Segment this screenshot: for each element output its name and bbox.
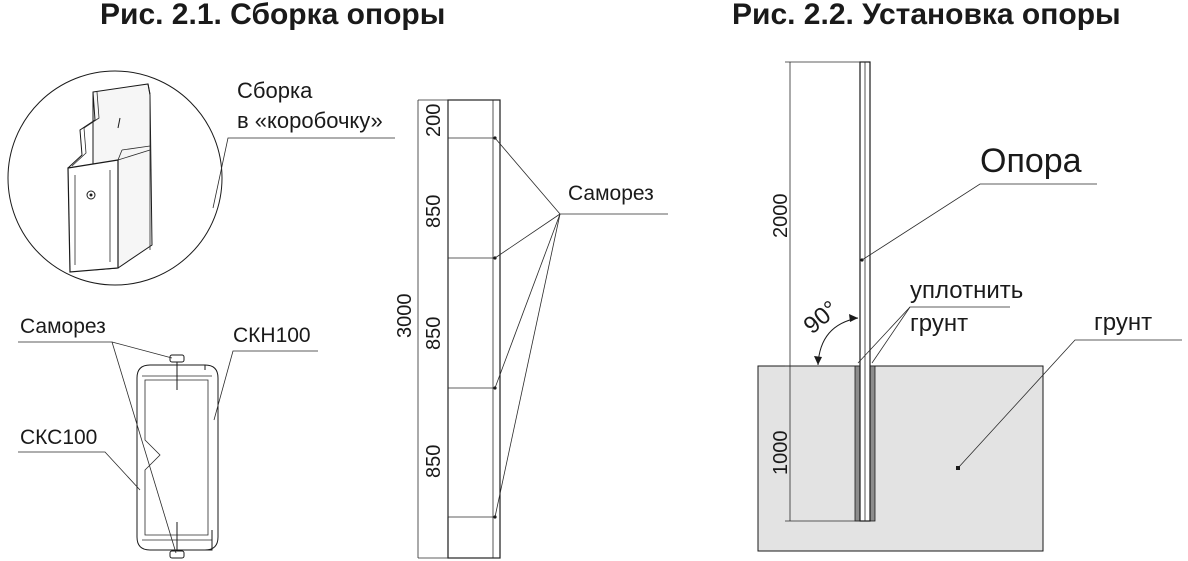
soil-block [757,365,1044,552]
assembly-detail-circle [7,70,223,286]
post-label: Опора [980,142,1082,180]
post-dimensions [785,61,868,522]
dim-top-200: 200 [423,104,445,137]
compact-label-line2: грунт [910,310,968,337]
sks-label: СКС100 [20,426,97,449]
dim-below-1000: 1000 [770,431,792,476]
angle-label: 90° [799,296,844,340]
screw-bottom [169,522,185,559]
figure-2-1-title: Рис. 2.1. Сборка опоры [100,0,446,31]
screw-top [169,354,185,390]
post-installed [859,61,871,522]
assembly-leader [212,137,395,209]
dim-seg3-850: 850 [423,445,445,478]
screw-label-post: Саморез [568,182,654,205]
soil-label: грунт [1094,309,1152,336]
box-profile-sketch [67,83,153,273]
dim-total-3000: 3000 [394,294,416,339]
figure-2-2-title: Рис. 2.2. Установка опоры [732,0,1121,31]
dim-above-2000: 2000 [770,194,792,239]
assembly-label-line1: Сборка [237,78,313,103]
skn-label: СКН100 [233,324,311,347]
screw-label-section: Саморез [20,315,106,338]
dim-seg1-850: 850 [423,195,445,228]
dim-seg2-850: 850 [423,317,445,350]
cross-section [136,354,219,559]
post-elevation [417,99,668,559]
compact-label-line1: уплотнить [910,277,1023,304]
assembly-label-line2: в «коробочку» [237,108,383,133]
